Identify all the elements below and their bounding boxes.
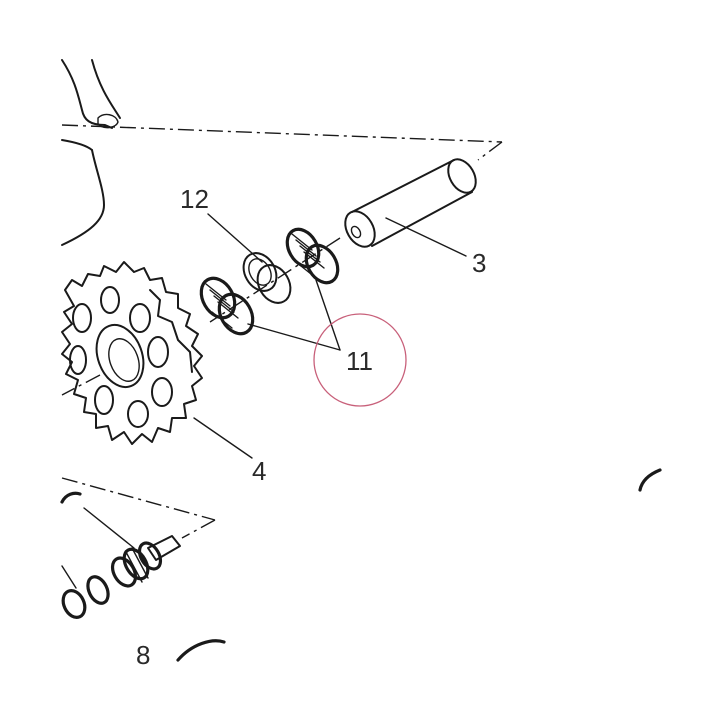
sprocket-gear-part-4 <box>61 261 203 445</box>
needle-bearing-lower <box>199 276 255 336</box>
label-part-11: 11 <box>346 346 373 376</box>
label-part-4: 4 <box>252 456 266 486</box>
bolt-and-seal-assembly <box>60 468 662 662</box>
label-part-3: 3 <box>472 248 486 278</box>
engine-casing-outline <box>61 59 121 246</box>
leader-lines <box>61 213 467 589</box>
highlight-circle <box>313 313 407 407</box>
label-part-12: 12 <box>180 184 209 214</box>
spacer-ring-part-12 <box>242 252 292 304</box>
assembly-axis-lines <box>61 124 503 539</box>
label-part-8: 8 <box>136 640 150 670</box>
shaft-part-3 <box>344 158 477 248</box>
needle-bearing-upper <box>285 227 340 285</box>
